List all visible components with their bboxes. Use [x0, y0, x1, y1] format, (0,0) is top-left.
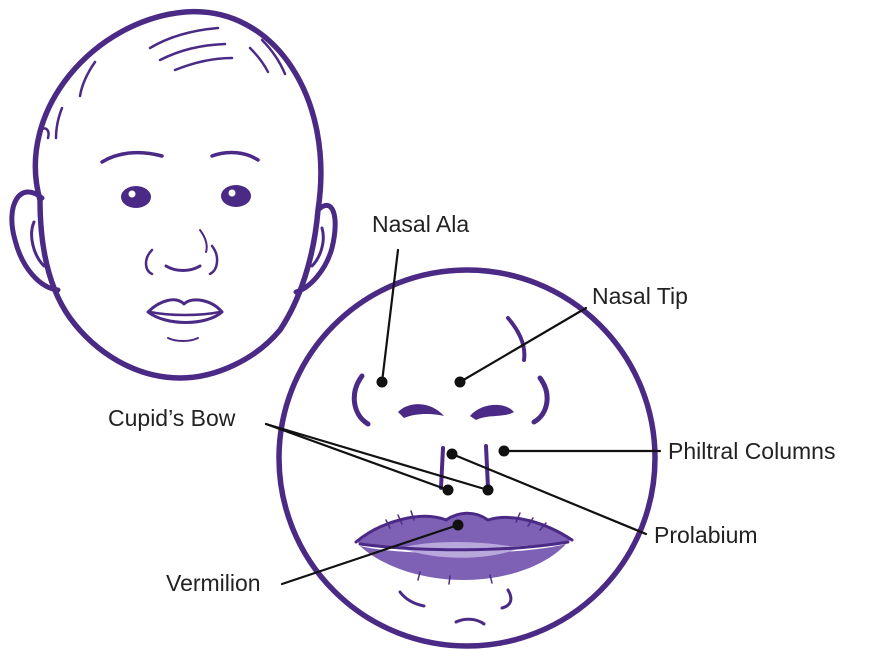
baby-face-illustration — [12, 12, 335, 378]
label-nasal-tip: Nasal Tip — [592, 283, 688, 309]
face-nose-right — [210, 246, 217, 274]
face-nose-left — [146, 250, 152, 274]
label-nasal-ala: Nasal Ala — [372, 211, 469, 237]
chin-mark — [456, 619, 484, 624]
left-eye — [121, 186, 151, 208]
label-prolabium: Prolabium — [654, 522, 758, 548]
leader-cupids-bow-a — [266, 424, 448, 490]
dot-nasal-ala — [377, 377, 388, 388]
nostril-right — [470, 405, 514, 420]
dot-cupids-bow-left — [443, 485, 454, 496]
nose-bridge-line — [508, 318, 524, 360]
magnifier-circle — [279, 270, 655, 646]
nose-ala-left — [354, 376, 368, 424]
dot-cupids-bow-right — [483, 485, 494, 496]
label-vermilion: Vermilion — [166, 570, 261, 596]
face-nose-bottom — [166, 266, 200, 271]
left-eyebrow — [102, 153, 162, 162]
magnified-lip-view — [279, 270, 655, 646]
dot-vermilion — [453, 520, 464, 531]
dot-nasal-tip — [455, 377, 466, 388]
hair-strokes — [40, 28, 285, 138]
label-cupids-bow: Cupid’s Bow — [108, 405, 236, 431]
chin-line-right — [502, 590, 511, 608]
nose-ala-right — [534, 378, 547, 422]
nostril-left — [398, 404, 444, 418]
label-philtral-columns: Philtral Columns — [668, 438, 835, 464]
face-chin-line — [168, 338, 198, 341]
face-lip-line — [150, 312, 220, 315]
right-eyebrow — [212, 153, 258, 160]
leader-nasal-tip — [460, 308, 586, 382]
dot-prolabium — [447, 449, 458, 460]
right-eye — [221, 185, 251, 207]
leader-nasal-ala — [382, 250, 398, 382]
face-nose-bridge — [200, 230, 207, 252]
dot-philtral-columns — [499, 446, 510, 457]
face-lips — [148, 300, 222, 323]
philtral-column-left — [441, 448, 443, 488]
chin-line-left — [400, 592, 424, 606]
